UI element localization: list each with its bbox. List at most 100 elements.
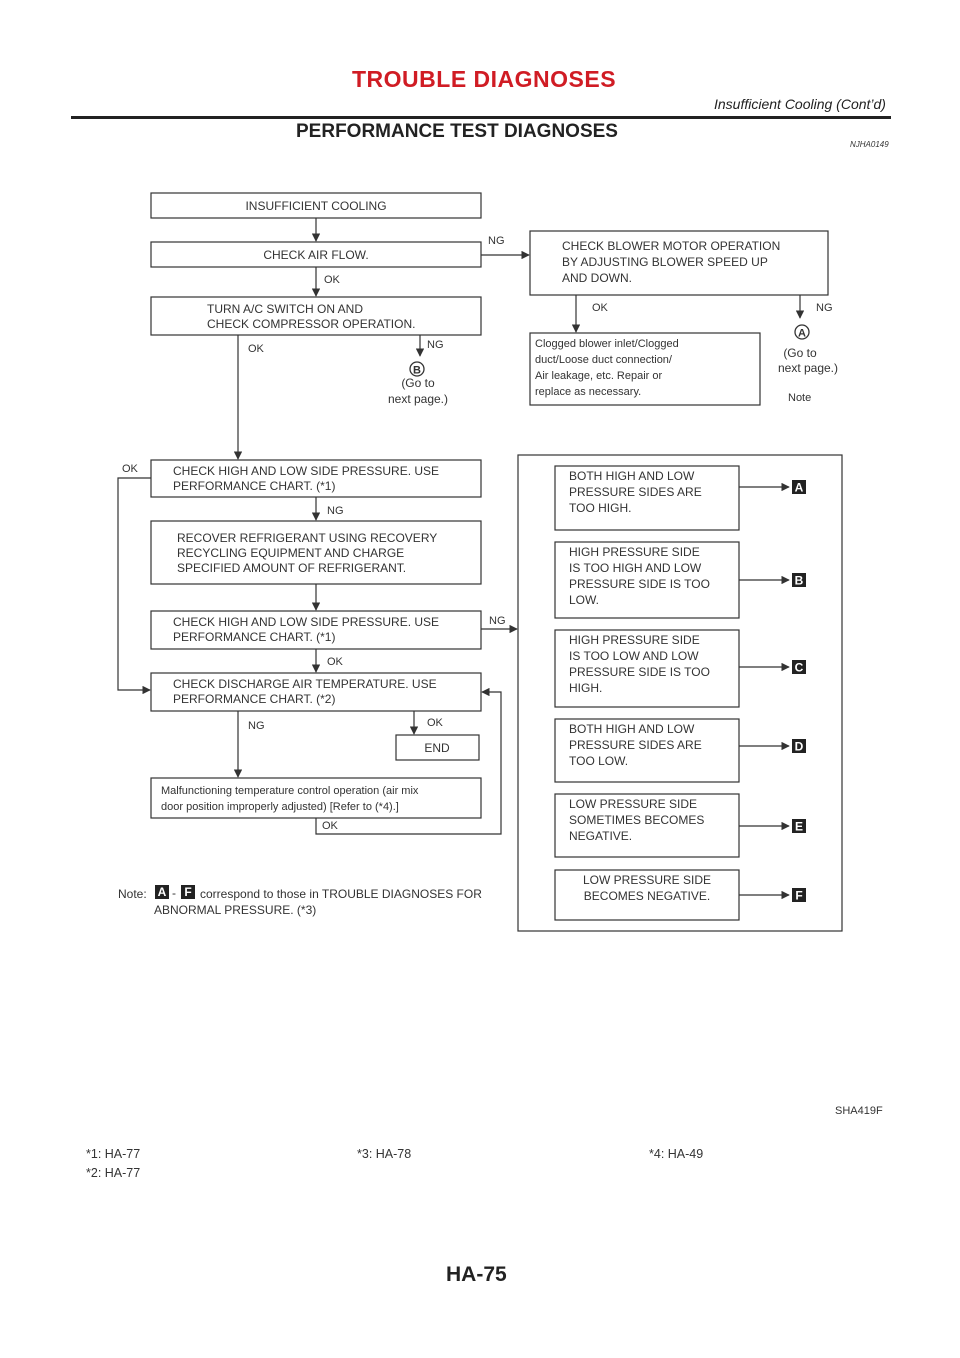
case-line: BOTH HIGH AND LOW (569, 722, 695, 736)
box-pressure2-line: CHECK HIGH AND LOW SIDE PRESSURE. USE (173, 615, 439, 629)
case-marker: B (795, 574, 804, 588)
case-marker: C (795, 661, 804, 675)
box-pressure2-line: PERFORMANCE CHART. (*1) (173, 630, 335, 644)
box-pressure1-line: PERFORMANCE CHART. (*1) (173, 479, 335, 493)
case-line: PRESSURE SIDE IS TOO (569, 665, 710, 679)
box-malfunction-line: door position improperly adjusted) [Refe… (161, 801, 399, 813)
section-code: NJHA0149 (850, 140, 889, 149)
box-blower-motor (529, 230, 829, 296)
box-recover-line: SPECIFIED AMOUNT OF REFRIGERANT. (177, 561, 406, 575)
case-line: LOW. (569, 593, 599, 607)
case-line: HIGH. (569, 681, 602, 695)
case-line: HIGH PRESSURE SIDE (569, 545, 700, 559)
label-ok: OK (592, 302, 609, 314)
note-marker-to-box (181, 885, 195, 899)
box-blower-line: BY ADJUSTING BLOWER SPEED UP (562, 255, 768, 269)
goto-a-line: (Go to (783, 346, 817, 360)
case-line: PRESSURE SIDES ARE (569, 485, 702, 499)
label-ok: OK (324, 274, 341, 286)
case-line: LOW PRESSURE SIDE (569, 797, 697, 811)
box-compressor-line: TURN A/C SWITCH ON AND (207, 302, 363, 316)
label-ng: NG (816, 302, 833, 314)
box-recover-line: RECOVER REFRIGERANT USING RECOVERY (177, 531, 437, 545)
case-marker-box (792, 660, 806, 674)
case-line: IS TOO LOW AND LOW (569, 649, 699, 663)
page-number: HA-75 (446, 1263, 507, 1286)
case-box (554, 718, 740, 783)
box-clogged (529, 332, 761, 406)
box-discharge (150, 672, 482, 712)
label-ok: OK (322, 820, 339, 832)
label-ng: NG (489, 615, 506, 627)
note-marker-from: A (158, 885, 167, 899)
box-end (395, 734, 480, 761)
header-rule (71, 116, 891, 119)
section-title: PERFORMANCE TEST DIAGNOSES (296, 121, 618, 142)
case-line: SOMETIMES BECOMES (569, 813, 704, 827)
case-line: BECOMES NEGATIVE. (584, 889, 710, 903)
header-subtitle: Insufficient Cooling (Cont’d) (714, 96, 886, 112)
note-dash: - (172, 886, 176, 900)
label-ng: NG (327, 505, 344, 517)
footnote-4: *4: HA-49 (649, 1147, 704, 1161)
label-ng: NG (427, 339, 444, 351)
label-ok: OK (122, 463, 139, 475)
case-line: IS TOO HIGH AND LOW (569, 561, 702, 575)
footnote-3: *3: HA-78 (357, 1147, 412, 1161)
case-marker-box (792, 573, 806, 587)
case-line: NEGATIVE. (569, 829, 632, 843)
box-malfunction-line: Malfunctioning temperature control opera… (161, 785, 419, 797)
note-text: correspond to those in TROUBLE DIAGNOSES… (200, 887, 482, 901)
goto-a-line: next page.) (778, 361, 838, 375)
box-clogged-line: replace as necessary. (535, 386, 641, 398)
case-box (554, 629, 740, 708)
case-line: BOTH HIGH AND LOW (569, 469, 695, 483)
figure-code: SHA419F (835, 1105, 883, 1117)
case-line: HIGH PRESSURE SIDE (569, 633, 700, 647)
case-box (554, 465, 740, 531)
case-marker-box (792, 888, 806, 902)
footnote-2: *2: HA-77 (86, 1166, 141, 1180)
box-compressor-line: CHECK COMPRESSOR OPERATION. (207, 317, 415, 331)
case-marker: F (795, 889, 802, 903)
case-marker-box (792, 480, 806, 494)
case-marker-box (792, 739, 806, 753)
footnote-1: *1: HA-77 (86, 1147, 141, 1161)
cases-panel (517, 454, 843, 932)
box-blower-line: CHECK BLOWER MOTOR OPERATION (562, 239, 780, 253)
goto-b-line: (Go to (401, 376, 435, 390)
label-ok: OK (248, 343, 265, 355)
box-clogged-line: Clogged blower inlet/Clogged (535, 338, 679, 350)
box-end-text: END (424, 741, 450, 755)
note-marker-to: F (184, 885, 191, 899)
case-line: LOW PRESSURE SIDE (583, 873, 711, 887)
box-airflow-text: CHECK AIR FLOW. (263, 248, 368, 262)
case-marker: A (795, 481, 804, 495)
marker-a-circle (794, 324, 810, 340)
marker-a: A (798, 328, 806, 340)
box-clogged-line: duct/Loose duct connection/ (535, 354, 673, 366)
marker-b-circle (409, 361, 425, 377)
box-insufficient-text: INSUFFICIENT COOLING (245, 199, 386, 213)
note-small: Note (788, 392, 811, 404)
case-line: TOO LOW. (569, 754, 628, 768)
box-compressor (150, 296, 482, 336)
box-discharge-line: PERFORMANCE CHART. (*2) (173, 692, 335, 706)
header-title: TROUBLE DIAGNOSES (352, 66, 617, 92)
case-line: PRESSURE SIDES ARE (569, 738, 702, 752)
case-marker-box (792, 819, 806, 833)
box-clogged-line: Air leakage, etc. Repair or (535, 370, 663, 382)
box-discharge-line: CHECK DISCHARGE AIR TEMPERATURE. USE (173, 677, 437, 691)
case-marker: E (795, 820, 803, 834)
note-label: Note: (118, 887, 147, 901)
label-ng: NG (248, 720, 265, 732)
box-blower-line: AND DOWN. (562, 271, 632, 285)
case-marker: D (795, 740, 804, 754)
case-line: PRESSURE SIDE IS TOO (569, 577, 710, 591)
label-ng: NG (488, 235, 505, 247)
label-ok: OK (327, 656, 344, 668)
note-text-2: ABNORMAL PRESSURE. (*3) (154, 903, 316, 917)
label-ok: OK (427, 717, 444, 729)
note-marker-from-box (155, 885, 169, 899)
